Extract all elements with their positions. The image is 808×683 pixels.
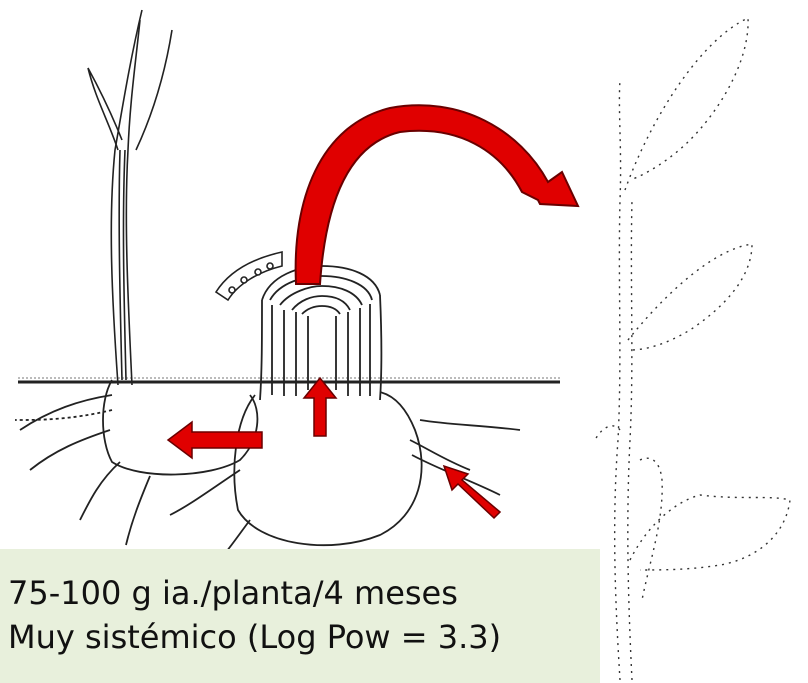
mother-corm xyxy=(170,266,520,565)
dosage-text: 75-100 g ia./planta/4 meses xyxy=(8,571,600,615)
systemic-text: Muy sistémico (Log Pow = 3.3) xyxy=(8,615,600,659)
young-sucker-shoot xyxy=(88,10,172,385)
cut-chip-icon xyxy=(216,252,282,300)
arrow-left-icon xyxy=(168,422,262,458)
arrow-upleft-icon xyxy=(444,466,500,518)
leaf-sketch-right xyxy=(595,18,790,680)
translocation-curved-arrow-icon xyxy=(296,105,578,284)
caption-box: 75-100 g ia./planta/4 meses Muy sistémic… xyxy=(0,549,600,683)
uptake-arrows xyxy=(168,378,500,518)
daughter-corm xyxy=(15,380,257,545)
soil-surface xyxy=(18,378,560,382)
